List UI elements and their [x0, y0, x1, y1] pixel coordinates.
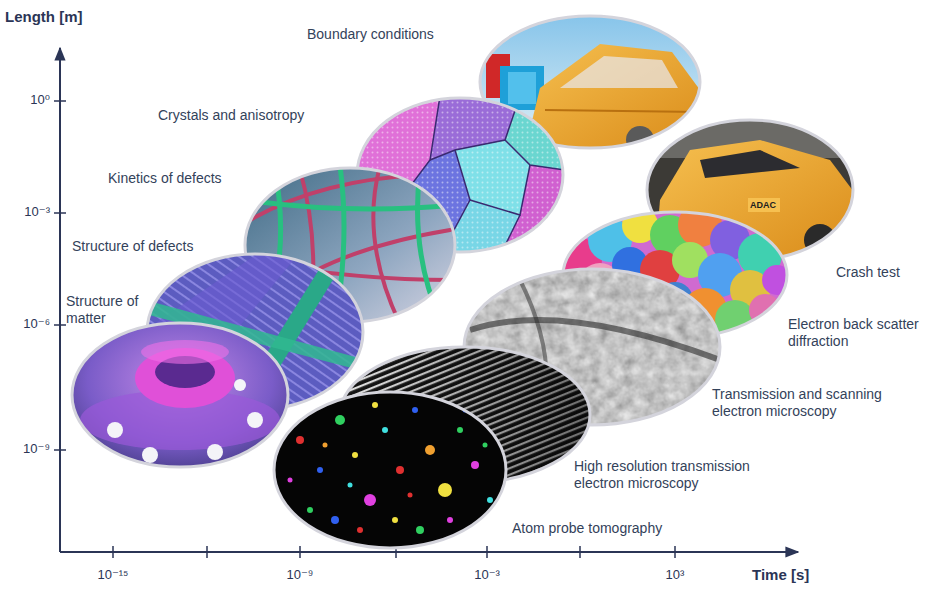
illustration-part: [112, 546, 114, 558]
illustration-part: [142, 447, 158, 463]
illustration-part: [373, 166, 400, 324]
illustration-part: [335, 415, 345, 425]
illustration-part: [323, 443, 328, 448]
illustration-part: [425, 445, 435, 455]
tick-label: 10⁻⁹: [4, 441, 50, 457]
illustration-part: [234, 379, 246, 391]
illustration-part: [508, 72, 536, 104]
scale-label: Structure of matter: [66, 293, 146, 327]
illustration-part: [579, 546, 581, 558]
scale-label: Kinetics of defects: [108, 170, 268, 187]
tick-label: 10⁰: [4, 92, 50, 108]
illustration-part: [674, 546, 676, 558]
illustration-part: [408, 493, 413, 498]
atom-probe-picture: [272, 390, 508, 550]
illustration-part: [457, 427, 463, 433]
illustration-part: [348, 483, 353, 488]
tick-label: 10⁻³: [4, 204, 50, 220]
illustration-part: [288, 478, 293, 483]
length-axis: [59, 48, 61, 552]
illustration-part: [54, 100, 66, 102]
method-label: Electron back scatter diffraction: [788, 316, 936, 350]
illustration-part: [207, 444, 223, 460]
illustration-part: [107, 422, 123, 438]
time-axis: [60, 551, 798, 553]
illustration-part: [396, 466, 404, 474]
illustration-part: [272, 390, 508, 550]
illustration-part: [72, 323, 288, 467]
scale-label: Structure of defects: [72, 238, 237, 255]
illustration-part: [560, 56, 678, 88]
illustration-part: [471, 461, 479, 469]
illustration-part: [352, 452, 358, 458]
illustration-part: [392, 517, 398, 523]
tick-label: 10⁻³: [452, 567, 522, 583]
axis-title: Length [m]: [5, 8, 82, 26]
illustration-part: [54, 324, 66, 326]
illustration-part: [245, 200, 455, 209]
illustration-part: [317, 467, 323, 473]
method-label: Atom probe tomography: [512, 520, 712, 537]
illustration-part: [54, 449, 66, 451]
illustration-part: [486, 546, 488, 558]
logo-text: ADAC: [750, 200, 776, 211]
illustration-part: [447, 517, 453, 523]
method-label: Transmission and scanning electron micro…: [712, 386, 922, 420]
tick-label: 10³: [640, 567, 710, 583]
illustration-part: [545, 110, 700, 112]
illustration-part: [70, 321, 290, 469]
illustration-part: [500, 215, 520, 256]
illustration-part: [250, 175, 420, 220]
illustration-part: [483, 443, 488, 448]
illustration-part: [382, 427, 388, 433]
illustration-part: [206, 546, 208, 558]
illustration-part: [357, 527, 363, 533]
axis-title: Time [s]: [752, 566, 809, 584]
method-label: Crash test: [836, 264, 931, 281]
illustration-part: [247, 412, 263, 428]
matter-structure-picture: [70, 321, 290, 469]
illustration-part: [296, 436, 304, 444]
illustration-part: [372, 402, 378, 408]
illustration-part: [438, 483, 452, 497]
illustration-part: [416, 526, 424, 534]
illustration-part: [487, 497, 493, 503]
illustration-part: [331, 516, 339, 524]
illustration-part: [307, 507, 313, 513]
axes: [54, 48, 798, 558]
tick-label: 10⁻⁶: [4, 316, 50, 332]
illustration-part: [274, 392, 506, 548]
scale-label: Boundary conditions: [307, 26, 472, 43]
illustration-part: [141, 340, 229, 364]
method-label: High resolution transmission electron mi…: [574, 458, 799, 492]
tick-label: 10⁻¹⁵: [78, 567, 148, 583]
illustration-part: [272, 390, 508, 550]
illustration-part: [748, 198, 780, 212]
illustration-part: [364, 494, 376, 506]
scale-label: Crystals and anisotropy: [158, 107, 348, 124]
illustration-part: [70, 321, 290, 469]
illustration-part: [299, 546, 301, 558]
illustration-part: [525, 44, 706, 152]
illustration-part: [470, 165, 530, 215]
illustration-part: [412, 407, 418, 413]
illustration-part: [54, 212, 66, 214]
illustration-part: [700, 150, 800, 178]
tick-label: 10⁻⁹: [265, 567, 335, 583]
